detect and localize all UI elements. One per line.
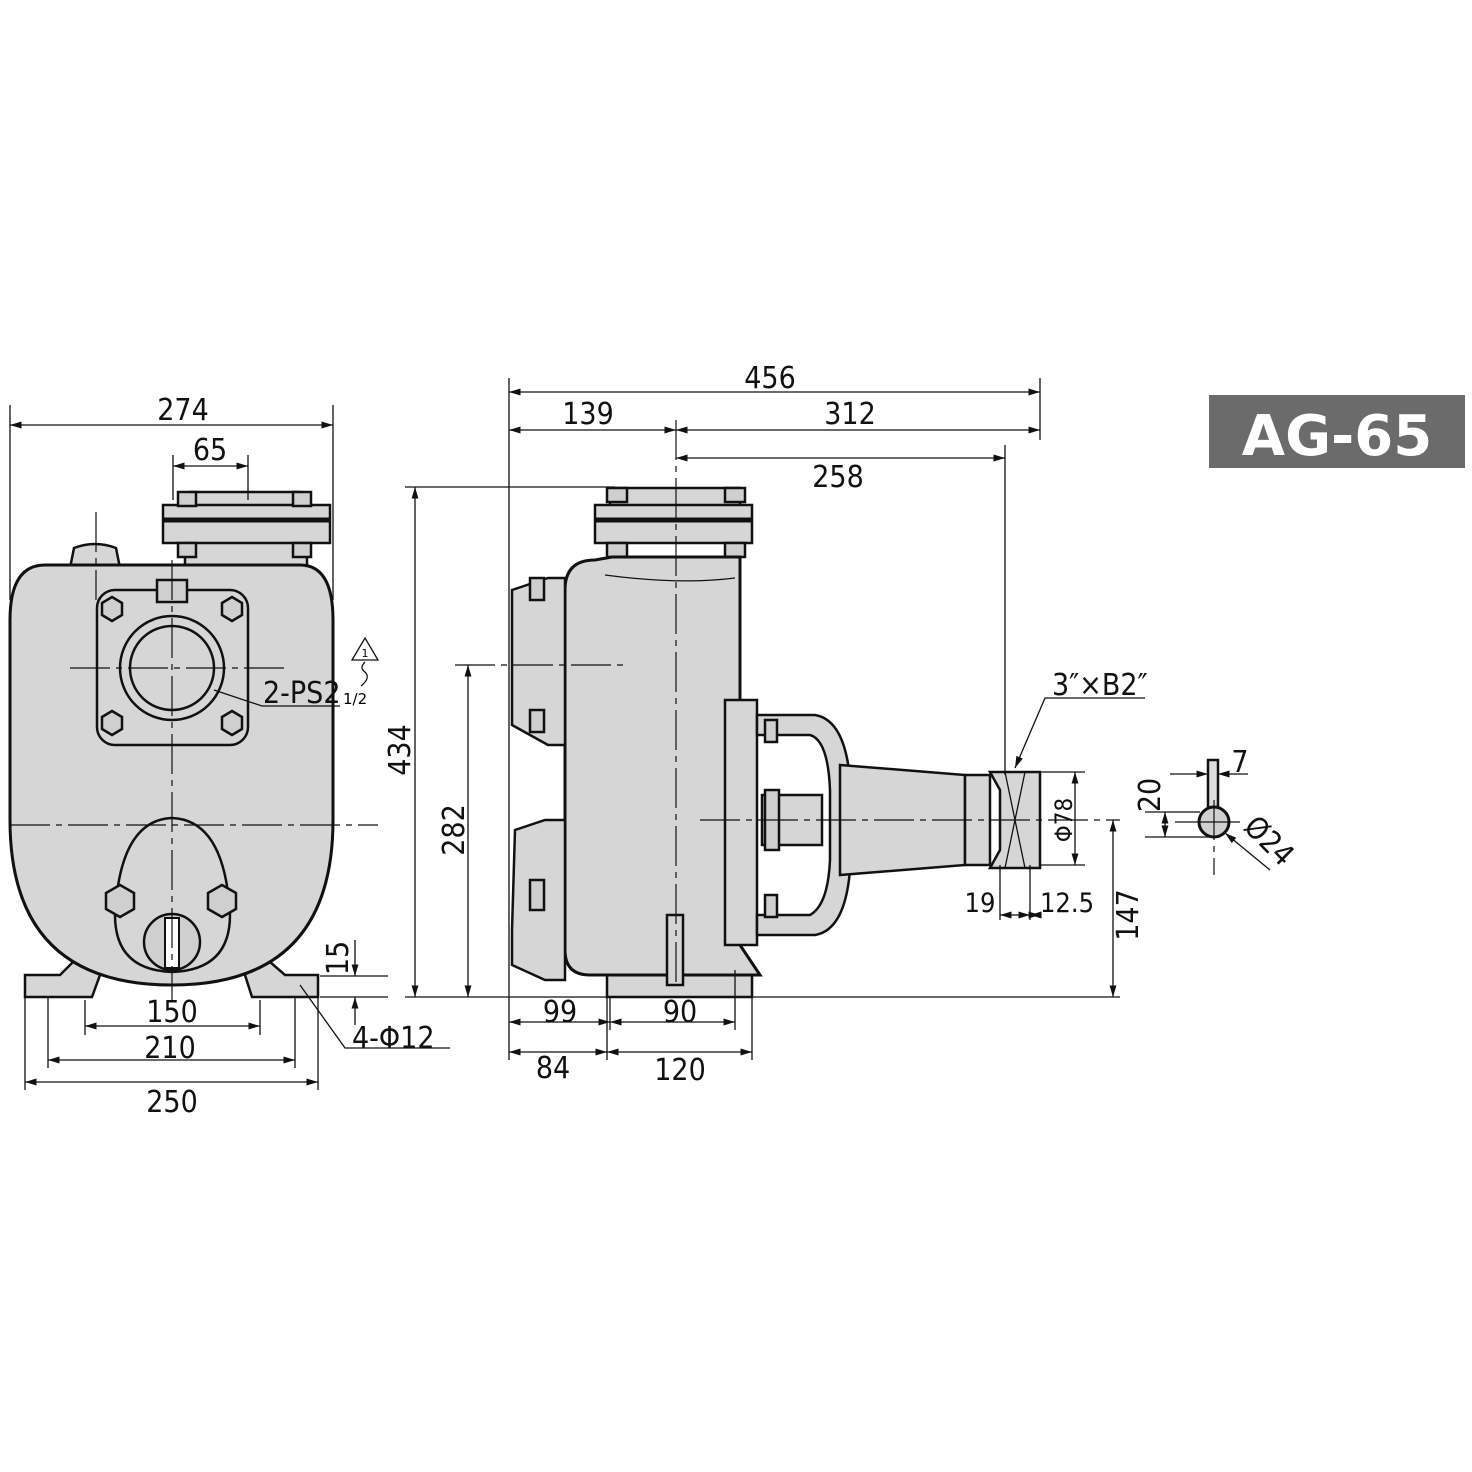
suction-thread-fraction: 1/2 (343, 690, 367, 708)
bearing-bracket-flange (723, 698, 759, 947)
dim-base-offset: 84 (536, 1051, 570, 1086)
dim-pulley-offset: 19 (965, 888, 996, 919)
side-view: 456 139 312 258 434 282 99 90 84 120 3″×… (383, 361, 1148, 1088)
discharge-flange-side (593, 503, 754, 545)
mounting-holes-label: 4-Φ12 (352, 1021, 435, 1056)
dim-discharge-width: 65 (193, 433, 227, 468)
dim-base-front: 99 (543, 995, 577, 1030)
dim-bolt-pitch-inner: 150 (146, 995, 198, 1030)
discharge-flange (161, 503, 332, 545)
front-view: 274 65 2-PS2 1/2 1 15 150 210 250 4-Φ12 (8, 393, 450, 1120)
dim-overall-width: 274 (157, 393, 209, 428)
suction-cover (510, 576, 567, 747)
dim-pulley-width: 12.5 (1040, 888, 1094, 919)
dim-shaft-diameter: Ø24 (1237, 809, 1301, 873)
dim-key-width: 7 (1231, 745, 1248, 780)
drain-cover (113, 816, 232, 974)
dim-flange-offset: 139 (562, 397, 614, 432)
model-name: AG-65 (1242, 404, 1432, 469)
priming-boss (68, 542, 122, 570)
dim-foot-height: 15 (321, 941, 356, 975)
dim-bolt-pitch: 210 (144, 1031, 196, 1066)
bearing-yoke (755, 713, 852, 937)
dim-base-length: 120 (654, 1053, 706, 1088)
dim-key-height: 20 (1133, 778, 1168, 812)
model-badge: AG-65 (1209, 395, 1465, 469)
dim-pulley-diameter: Φ78 (1050, 798, 1078, 842)
dim-flange-to-pulley: 258 (812, 460, 864, 495)
pulley-spec-label: 3″×B2″ (1052, 668, 1148, 703)
dim-shaft-height: 147 (1111, 889, 1146, 941)
dim-suction-height: 282 (437, 804, 472, 856)
shaft-key-detail: 7 20 Ø24 (1133, 745, 1301, 875)
revision-mark: 1 (362, 647, 369, 660)
suction-thread-label: 2-PS2 (263, 676, 341, 711)
dim-base-width: 250 (146, 1085, 198, 1120)
dim-overall-height: 434 (383, 724, 418, 776)
dim-overall-length: 456 (744, 361, 796, 396)
dim-flange-to-shaft-end: 312 (824, 397, 876, 432)
dim-base-bolt: 90 (663, 995, 697, 1030)
